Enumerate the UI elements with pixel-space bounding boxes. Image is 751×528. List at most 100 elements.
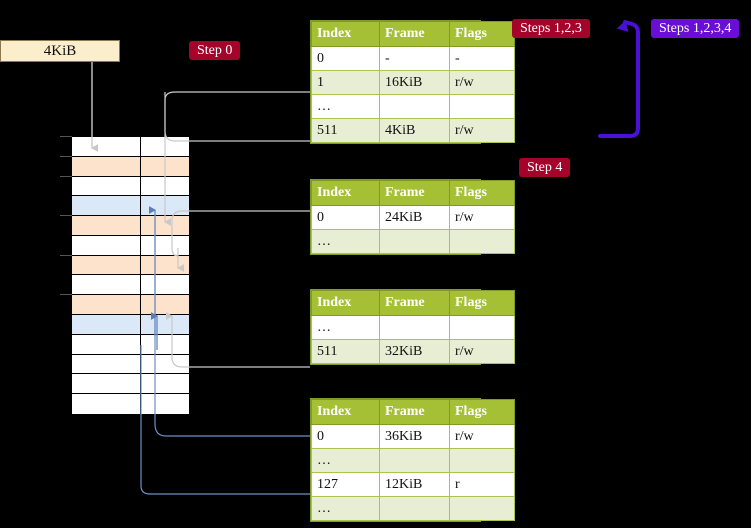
frame-cell: 16KiB bbox=[379, 70, 450, 95]
flags-cell: r/w bbox=[449, 339, 515, 364]
index-cell: 511 bbox=[311, 118, 380, 143]
index-cell: 511 bbox=[311, 339, 380, 364]
frame-cell bbox=[379, 229, 450, 254]
kib-frame-box: 4KiB bbox=[0, 40, 120, 62]
memory-tick bbox=[60, 294, 72, 296]
badge-step-0: Step 0 bbox=[189, 41, 241, 60]
frame-cell: 4KiB bbox=[379, 118, 450, 143]
badge-step-4: Step 4 bbox=[519, 158, 571, 177]
column-header-flags: Flags bbox=[449, 290, 515, 316]
flags-cell: r/w bbox=[449, 205, 515, 230]
index-cell: … bbox=[311, 448, 380, 473]
memory-column-divider bbox=[140, 137, 141, 414]
index-cell: 1 bbox=[311, 70, 380, 95]
flags-cell: r bbox=[449, 472, 515, 497]
memory-row bbox=[72, 176, 189, 197]
memory-row bbox=[72, 295, 189, 316]
flags-cell bbox=[449, 448, 515, 473]
memory-row bbox=[72, 275, 189, 296]
index-cell: 0 bbox=[311, 205, 380, 230]
column-header-frame: Frame bbox=[379, 399, 450, 425]
index-cell: … bbox=[311, 94, 380, 119]
memory-row bbox=[72, 196, 189, 217]
index-cell: 127 bbox=[311, 472, 380, 497]
column-header-frame: Frame bbox=[379, 180, 450, 206]
index-cell: … bbox=[311, 315, 380, 340]
memory-row bbox=[72, 137, 189, 157]
table-row: 0-- bbox=[311, 46, 515, 71]
column-header-flags: Flags bbox=[449, 21, 515, 47]
memory-tick bbox=[60, 136, 72, 137]
flags-cell bbox=[449, 496, 515, 521]
memory-tick bbox=[60, 215, 72, 217]
frame-cell: 24KiB bbox=[379, 205, 450, 230]
frame-cell bbox=[379, 448, 450, 473]
column-header-index: Index bbox=[311, 399, 380, 425]
index-cell: … bbox=[311, 229, 380, 254]
frame-cell: 36KiB bbox=[379, 424, 450, 449]
memory-row bbox=[72, 235, 189, 256]
frame-cell bbox=[379, 94, 450, 119]
wire-table3-row511-connector bbox=[166, 312, 310, 368]
badge-steps-123: Steps 1,2,3 bbox=[512, 19, 590, 38]
memory-row bbox=[72, 354, 189, 375]
memory-row bbox=[72, 315, 189, 335]
column-header-frame: Frame bbox=[379, 290, 450, 316]
memory-column bbox=[71, 136, 190, 415]
table-row: … bbox=[311, 229, 515, 254]
table-row: … bbox=[311, 94, 515, 119]
table-row: … bbox=[311, 315, 515, 340]
index-cell: 0 bbox=[311, 46, 380, 71]
violet-bracket-arrow bbox=[598, 20, 640, 138]
column-header-index: Index bbox=[311, 21, 380, 47]
flags-cell: r/w bbox=[449, 424, 515, 449]
frame-cell: 12KiB bbox=[379, 472, 450, 497]
frame-cell: 32KiB bbox=[379, 339, 450, 364]
memory-row bbox=[72, 374, 189, 395]
frame-cell bbox=[379, 496, 450, 521]
table-row: … bbox=[311, 496, 515, 521]
index-cell: … bbox=[311, 496, 380, 521]
frame-cell bbox=[379, 315, 450, 340]
column-header-frame: Frame bbox=[379, 21, 450, 47]
memory-row bbox=[72, 156, 189, 177]
column-header-index: Index bbox=[311, 180, 380, 206]
wire-table2-row0-connector bbox=[171, 210, 310, 257]
memory-row bbox=[72, 394, 189, 414]
flags-cell bbox=[449, 315, 515, 340]
column-header-flags: Flags bbox=[449, 399, 515, 425]
memory-row bbox=[72, 334, 189, 355]
flags-cell: r/w bbox=[449, 70, 515, 95]
memory-row bbox=[72, 255, 189, 276]
badge-steps-1234: Steps 1,2,3,4 bbox=[651, 19, 740, 38]
frame-cell: - bbox=[379, 46, 450, 71]
column-header-flags: Flags bbox=[449, 180, 515, 206]
table-row: … bbox=[311, 448, 515, 473]
memory-tick bbox=[60, 175, 72, 177]
memory-tick bbox=[60, 254, 72, 256]
flags-cell: r/w bbox=[449, 118, 515, 143]
flags-cell bbox=[449, 229, 515, 254]
flags-cell: - bbox=[449, 46, 515, 71]
memory-tick bbox=[60, 155, 72, 157]
memory-row bbox=[72, 216, 189, 236]
kib-frame-label: 4KiB bbox=[43, 42, 77, 59]
wire-table1-row511-to-table1-row1 bbox=[164, 91, 310, 142]
index-cell: 0 bbox=[311, 424, 380, 449]
column-header-index: Index bbox=[311, 290, 380, 316]
